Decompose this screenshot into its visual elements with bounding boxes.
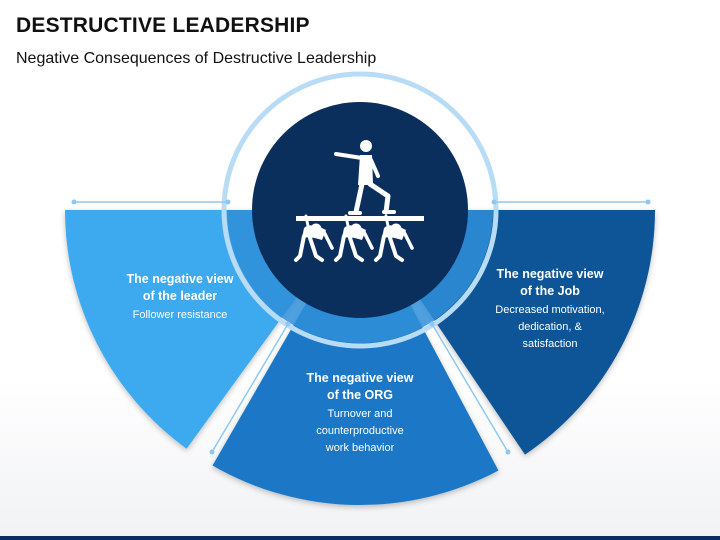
center-circle — [252, 102, 468, 318]
segment-org — [212, 287, 499, 506]
footer-bar — [0, 536, 720, 540]
segment-body-line: Turnover and — [327, 408, 392, 420]
page-title: DESTRUCTIVE LEADERSHIP — [16, 14, 310, 37]
segment-body-line: satisfaction — [522, 338, 577, 350]
segment-body-line: counterproductive — [316, 425, 403, 437]
segment-heading-line: The negative view — [497, 267, 604, 281]
segment-heading-line: The negative view — [307, 371, 414, 385]
page-subtitle: Negative Consequences of Destructive Lea… — [16, 50, 377, 67]
segment-body-line: Decreased motivation, — [495, 304, 604, 316]
leader-standing-on-people-icon — [294, 140, 424, 262]
segment-body-line: dedication, & — [518, 321, 582, 333]
accent-line-leader-top — [71, 199, 231, 205]
accent-line-job-top — [491, 199, 651, 205]
segment-heading-line: of the leader — [143, 289, 217, 303]
segment-body-line: Follower resistance — [133, 309, 228, 321]
inner-ring — [227, 210, 493, 343]
segment-body-line: work behavior — [325, 442, 395, 454]
segment-heading-line: The negative view — [127, 272, 234, 286]
segment-label-org: The negative view of the ORG Turnover and c… — [307, 371, 414, 454]
segment-heading-line: of the ORG — [327, 388, 393, 402]
outer-ring — [221, 71, 499, 349]
accent-line-left-divider — [209, 321, 291, 455]
accent-line-right-divider — [429, 321, 511, 455]
segment-heading-line: of the Job — [520, 284, 580, 298]
